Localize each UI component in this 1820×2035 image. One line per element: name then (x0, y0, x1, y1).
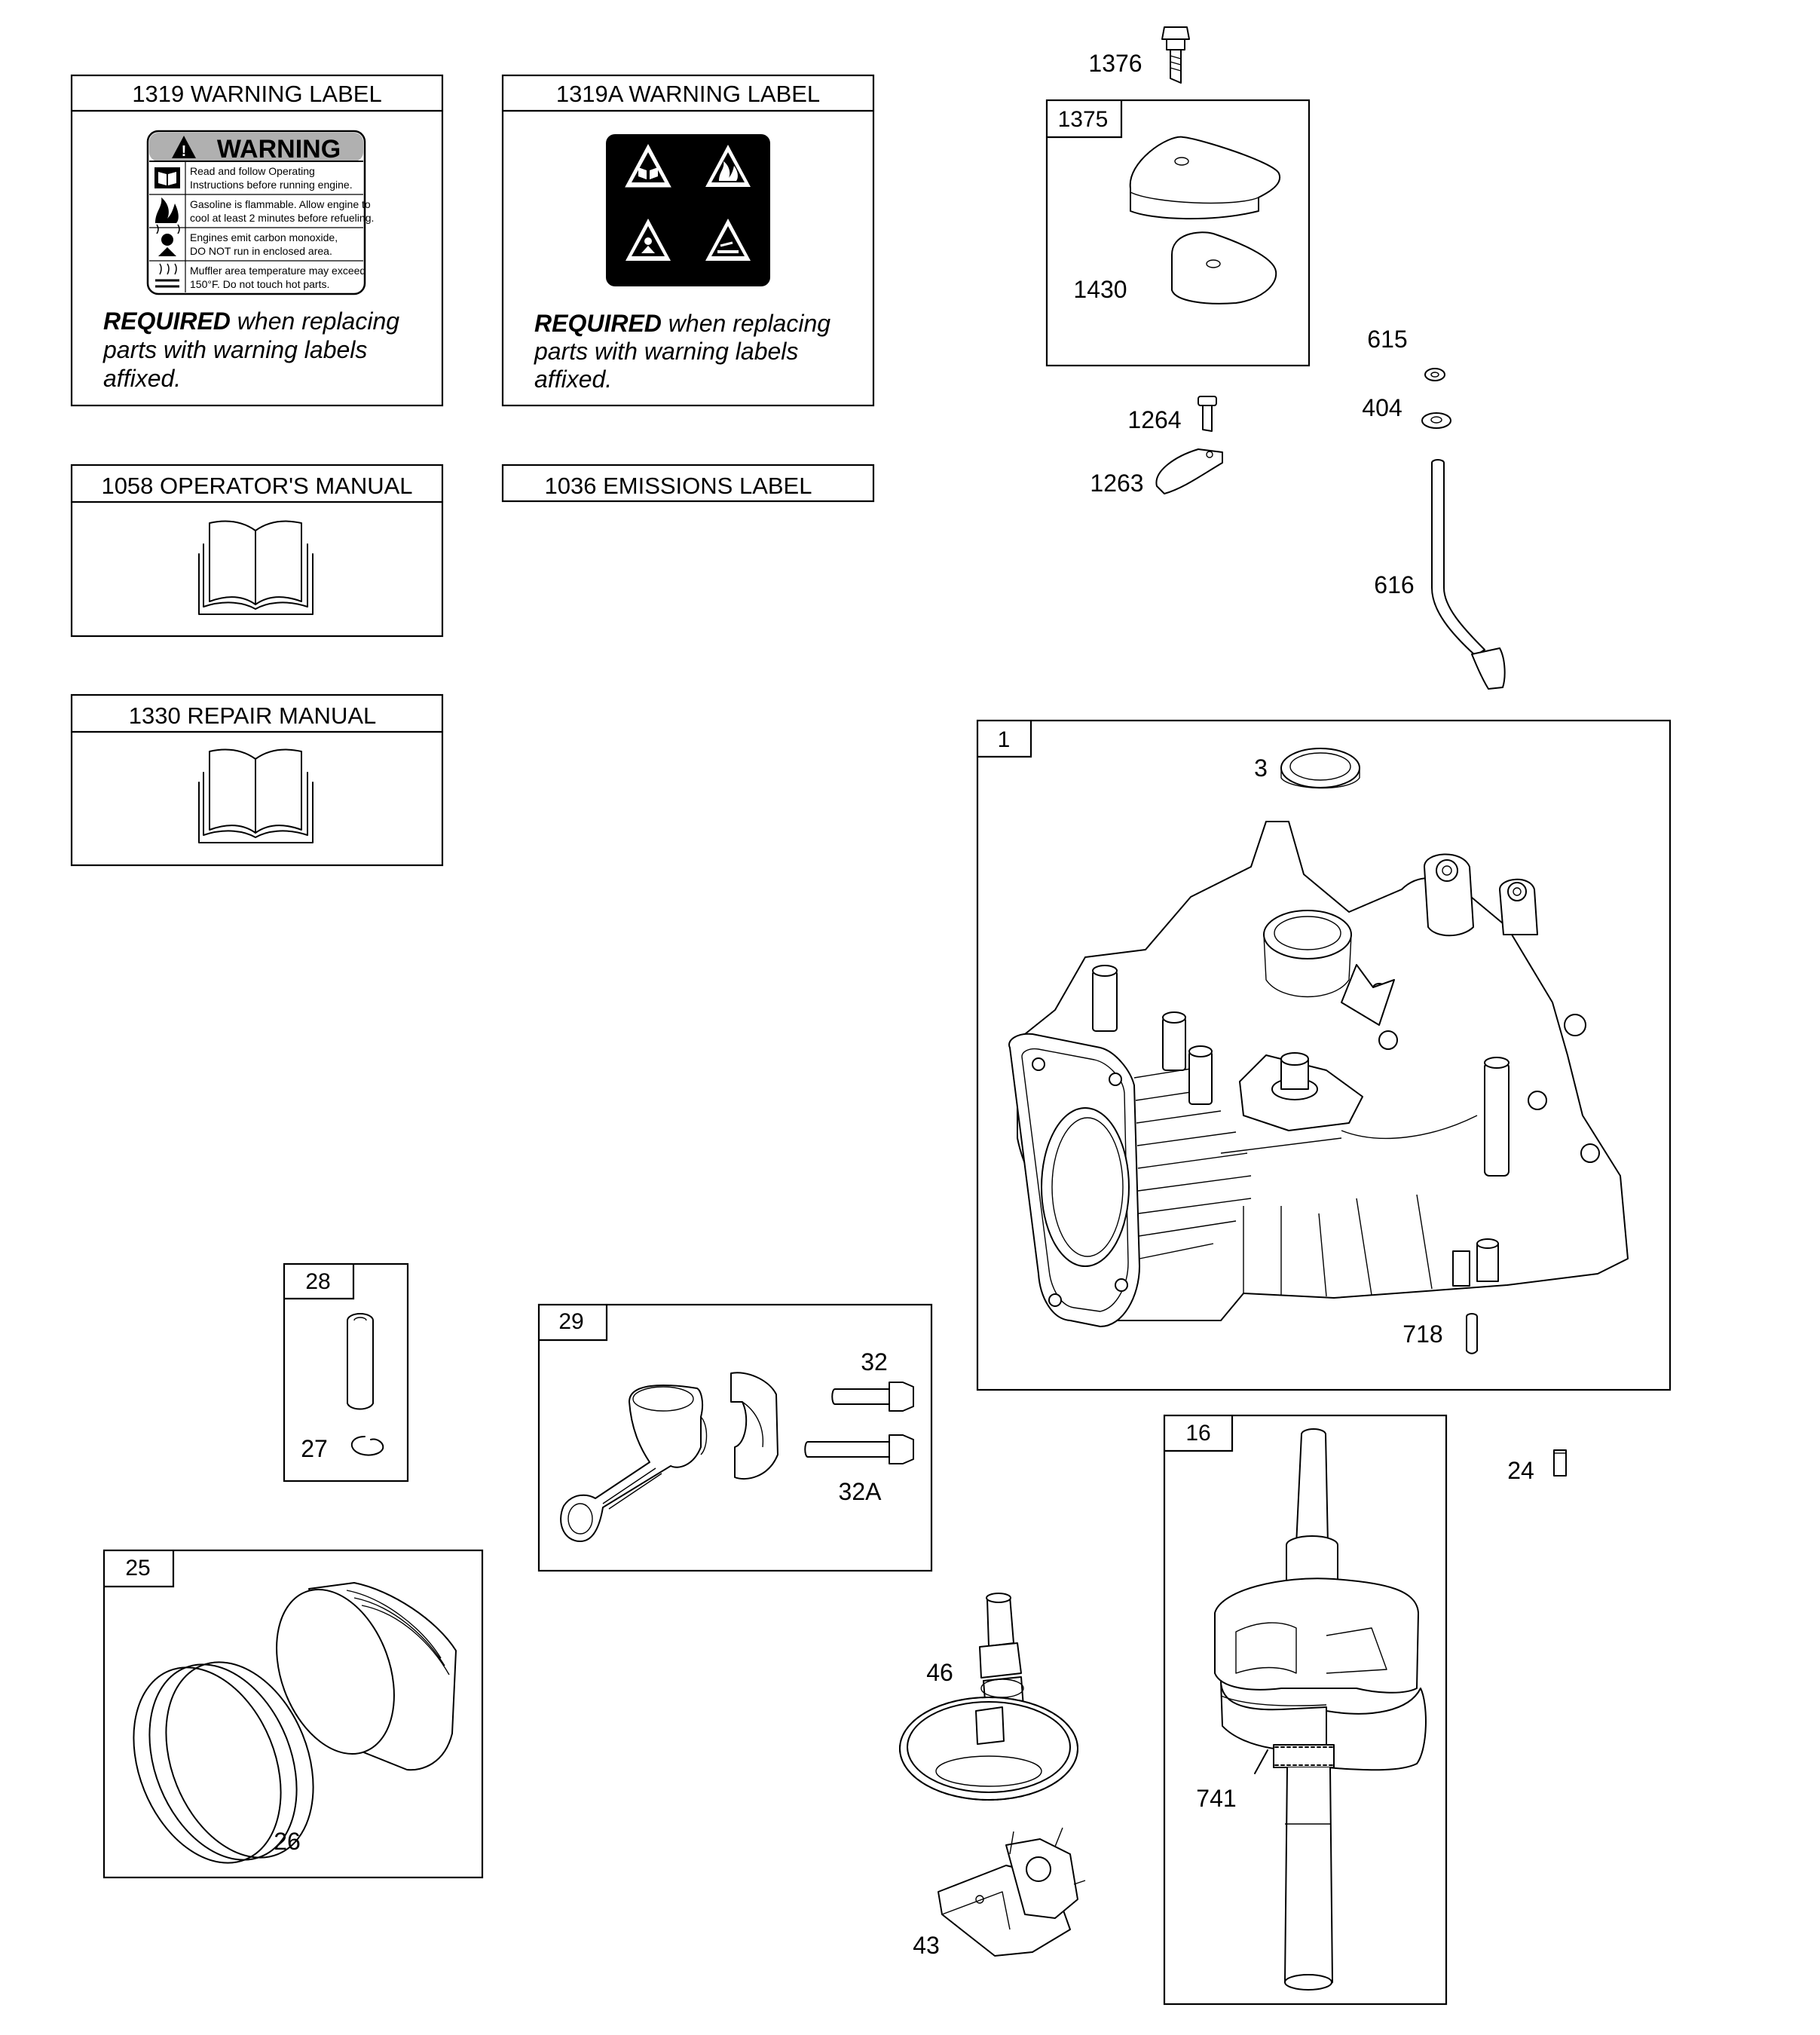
group-label-16: 16 (1185, 1421, 1210, 1446)
callout-718: 718 (1402, 1320, 1442, 1348)
operators-manual-title: 1058 OPERATOR'S MANUAL (101, 473, 412, 499)
breather-cover (1129, 136, 1281, 220)
oil-seal-3 (1280, 748, 1360, 789)
piston-rings (133, 1661, 314, 1864)
repair-manual-title: 1330 REPAIR MANUAL (129, 702, 377, 729)
rod-cap (730, 1372, 778, 1480)
callout-3: 3 (1254, 754, 1268, 782)
callout-404: 404 (1362, 394, 1402, 421)
flame-icon (155, 197, 179, 223)
callout-46: 46 (926, 1659, 953, 1686)
hot-surface-warning-icon (705, 219, 751, 261)
book-icon (154, 167, 180, 188)
repair-manual-box: 1330 REPAIR MANUAL (70, 693, 444, 867)
required-note-1319a-line3: affixed. (534, 366, 612, 393)
breather-cover-box: 1375 1430 (1045, 99, 1311, 367)
rod-bolt-32 (831, 1382, 914, 1412)
crankshaft-box: 16 741 (1163, 1414, 1448, 2006)
group-label-1: 1 (998, 727, 1011, 752)
callout-1263: 1263 (1090, 470, 1143, 497)
warning-decal-heading: WARNING (217, 135, 341, 164)
dowel-pin-718 (1466, 1313, 1478, 1354)
callout-32: 32 (861, 1348, 888, 1376)
group-label-25: 25 (125, 1556, 150, 1581)
fire-hazard-icon (705, 145, 751, 187)
decal-line-3: Gasoline is flammable. Allow engine to (190, 198, 371, 210)
read-manual-icon (625, 143, 671, 188)
decal-line-4: cool at least 2 minutes before refueling… (190, 212, 374, 224)
emissions-label-box: 1036 EMISSIONS LABEL (501, 464, 875, 503)
callout-615: 615 (1367, 326, 1407, 353)
callout-1430: 1430 (1073, 276, 1127, 303)
callout-616: 616 (1374, 571, 1414, 598)
decal-line-7: Muffler area temperature may exceed (190, 265, 366, 277)
callout-27: 27 (301, 1435, 328, 1462)
warning-triangle-icon: ! (172, 136, 196, 160)
crankcase-box: 1 3 (976, 719, 1672, 1391)
piston (276, 1582, 457, 1771)
callout-1376: 1376 (1088, 50, 1142, 77)
warning-label-1319a-box: 1319A WARNING LABEL (501, 74, 875, 407)
breather-gasket (1171, 231, 1277, 304)
warning-label-1319a-title: 1319A WARNING LABEL (556, 81, 820, 107)
pictogram-decal (606, 134, 770, 286)
warning-label-1319-box: 1319 WARNING LABEL ! WARNING (70, 74, 444, 407)
crankshaft (1214, 1428, 1427, 1991)
governor-shaft-616 (1431, 459, 1506, 690)
decal-line-1: Read and follow Operating (190, 165, 315, 177)
circlip (350, 1436, 384, 1456)
required-note-1319: REQUIRED when replacing (103, 308, 399, 335)
piston-assembly-box: 25 26 (102, 1549, 484, 1879)
piston-pin (347, 1313, 374, 1410)
connecting-rod-box: 29 32 32A (537, 1303, 933, 1572)
warning-label-1319-title: 1319 WARNING LABEL (132, 81, 381, 107)
engine-block (1008, 821, 1629, 1327)
group-label-1375: 1375 (1058, 107, 1109, 132)
decal-line-6: DO NOT run in enclosed area. (190, 245, 332, 257)
callout-43: 43 (913, 1932, 940, 1959)
decal-line-5: Engines emit carbon monoxide, (190, 231, 338, 243)
required-note-1319-line2: parts with warning labels (102, 336, 367, 363)
group-label-28: 28 (305, 1269, 330, 1294)
hot-surface-icon (155, 263, 179, 288)
callout-32a: 32A (839, 1478, 882, 1505)
clip-615 (1424, 368, 1445, 381)
toxic-fumes-icon (626, 219, 671, 261)
rod-bolt-32a (804, 1434, 914, 1464)
svg-text:!: ! (182, 143, 187, 160)
required-note-1319a-line2: parts with warning labels (534, 338, 798, 365)
manual-book-icon (198, 520, 314, 615)
bolt-1376 (1161, 26, 1190, 84)
screw-1264 (1198, 396, 1217, 432)
callout-741: 741 (1196, 1785, 1236, 1812)
repair-book-icon (198, 748, 314, 843)
emissions-label-title: 1036 EMISSIONS LABEL (545, 473, 812, 499)
connecting-rod (560, 1385, 708, 1542)
callout-24: 24 (1507, 1457, 1534, 1484)
warning-decal: ! WARNING Read and (146, 130, 374, 295)
required-note-1319a: REQUIRED when replacing (534, 310, 830, 337)
operators-manual-box: 1058 OPERATOR'S MANUAL (70, 464, 444, 638)
group-label-29: 29 (558, 1309, 583, 1334)
callout-1264: 1264 (1127, 406, 1181, 433)
washer-404 (1421, 412, 1451, 429)
plate-1263 (1155, 448, 1223, 494)
required-note-1319-line3: affixed. (103, 365, 181, 392)
fumes-icon (156, 224, 180, 256)
governor-assembly-43 (938, 1827, 1086, 1957)
camshaft-gear-46 (899, 1593, 1078, 1801)
callout-26: 26 (274, 1828, 301, 1855)
piston-pin-box: 28 27 (283, 1262, 409, 1483)
crankshaft-key-24 (1553, 1449, 1567, 1477)
decal-line-2: Instructions before running engine. (190, 179, 353, 191)
decal-line-8: 150°F. Do not touch hot parts. (190, 278, 329, 290)
